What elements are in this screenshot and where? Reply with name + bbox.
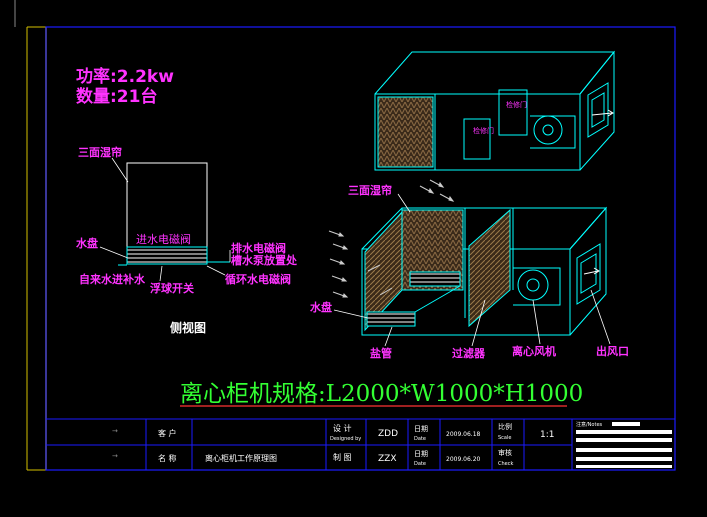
title-block [45,418,676,471]
drafter-value: ZZX [378,454,397,464]
unit-cutaway-view [361,206,608,336]
access-door-1-label: 检修门 [473,126,494,135]
side-wet-curtain-label: 三面湿帘 [78,145,122,159]
date-label-2: 日期 [414,450,428,458]
drawing-name: 离心柜机工作原理图 [205,453,277,463]
quantity-text: 数量:21台 [76,86,157,107]
scale-value: 1:1 [540,430,554,440]
side-water-tray-label: 水盘 [76,236,98,250]
design-label: 设 计 [333,423,352,433]
side-water-tray [126,246,208,265]
draw-label: 制 图 [333,452,352,462]
notes-lines [576,422,672,468]
side-view: 三面湿帘 进水电磁阀 水盘 排水电磁阀 槽水泵放置处 自来水进补水 浮球开关 循… [76,145,298,335]
notes-label: 注意/Notes [576,421,603,428]
check-label: 审核 [498,448,512,457]
water-tray-label: 水盘 [310,300,332,314]
power-info: 功率:2.2kw 数量:21台 [76,66,174,107]
filter-label: 过滤器 [452,346,486,360]
unit-top-view [374,50,616,171]
side-float-switch-label: 浮球开关 [150,281,194,295]
designer-value: ZDD [378,429,398,439]
name-label: 名 称 [158,453,177,463]
title-block-text: → → 客 户 名 称 离心柜机工作原理图 设 计 Designed by ZD… [112,421,603,467]
date-value-2: 2009.06.20 [446,456,481,463]
design-sub-label: Designed by [330,436,361,442]
side-circ-valve-label: 循环水电磁阀 [225,272,291,286]
date-sub-2: Date [414,461,426,467]
scale-label: 比例 [498,422,512,431]
side-pump-label: 槽水泵放置处 [231,253,298,267]
side-drain-valve-label: 排水电磁阀 [231,241,286,255]
side-inlet-valve-label: 进水电磁阀 [136,232,191,246]
svg-text:→: → [112,452,118,460]
wet-curtain-label: 三面湿帘 [348,183,392,197]
fan-label: 离心风机 [512,344,556,358]
spec-title: 离心柜机规格:L2000*W1000*H1000 [180,381,583,407]
date-label-1: 日期 [414,425,428,433]
outlet-label: 出风口 [596,344,629,358]
side-view-caption: 侧视图 [170,320,206,335]
side-tap-inlet-label: 自来水进补水 [79,272,146,286]
date-sub-1: Date [414,436,426,442]
client-label: 客 户 [158,428,177,438]
power-text: 功率:2.2kw [76,66,174,87]
svg-text:→: → [112,427,118,435]
check-sub: Check [498,461,513,467]
airflow-arrows [328,179,455,298]
scale-sub: Scale [498,435,511,441]
unit-labels: 三面湿帘 水盘 盐管 过滤器 离心风机 出风口 [310,183,629,360]
access-door-2-label: 检修门 [506,100,527,109]
date-value-1: 2009.06.18 [446,431,481,438]
tray-pipe-label: 盐管 [370,346,392,360]
